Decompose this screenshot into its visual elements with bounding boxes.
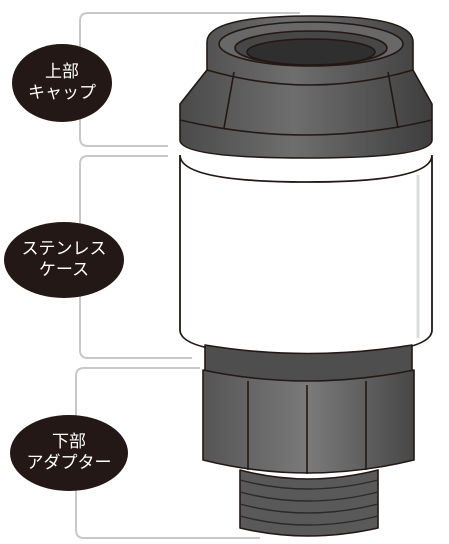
upper-cap [179, 15, 433, 159]
stainless-case [179, 154, 433, 356]
label-stainless-case-line1: ステンレス [21, 238, 107, 259]
cap-lower-band [179, 119, 433, 136]
cap-rib-1 [223, 71, 235, 129]
label-upper-cap-line1: 上部 [45, 61, 79, 82]
lower-adapter [202, 344, 415, 537]
label-stainless-case-line2: ケース [38, 260, 90, 280]
label-lower-adapter-line2: アダプター [26, 453, 112, 473]
adapter-thread-body [239, 469, 379, 537]
label-lower-adapter-line1: 下部 [52, 431, 86, 452]
adapter-threads [239, 479, 379, 526]
cap-shoulder [206, 69, 414, 86]
cap-opening-bore [246, 38, 376, 66]
case-body [179, 154, 433, 356]
adapter-hex [202, 369, 415, 474]
label-stainless-case: ステンレス ケース [4, 222, 124, 298]
cap-rib-2 [387, 71, 399, 129]
label-lower-adapter: 下部 アダプター [10, 415, 128, 491]
label-upper-cap-line2: キャップ [28, 83, 96, 103]
label-upper-cap: 上部 キャップ [12, 44, 112, 122]
